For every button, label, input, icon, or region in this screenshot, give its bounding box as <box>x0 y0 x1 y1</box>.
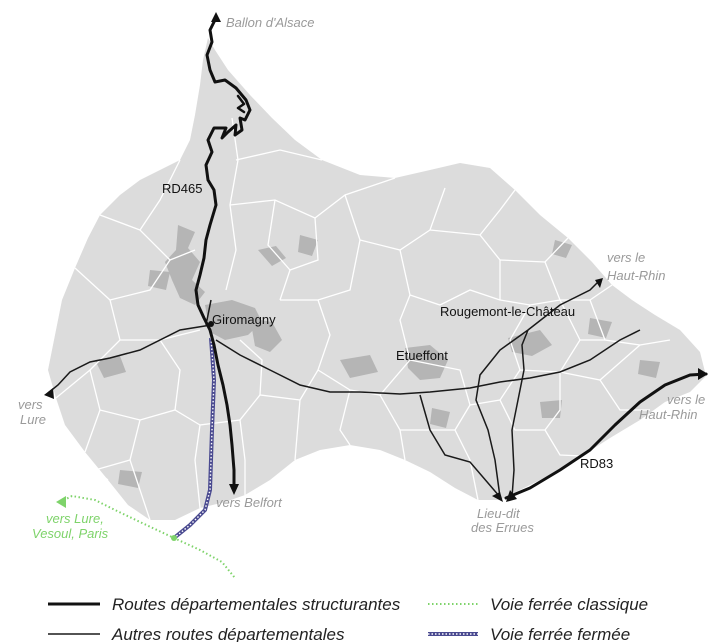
label-ballon: Ballon d'Alsace <box>226 15 314 30</box>
arrow-belfort <box>229 484 239 495</box>
giromagny-marker <box>208 321 214 327</box>
label-vers-lure-1: vers <box>18 397 43 412</box>
arrow-ballon <box>211 12 221 22</box>
label-giromagny: Giromagny <box>212 312 276 327</box>
label-vers-le-1: vers le <box>607 250 645 265</box>
classic-railway <box>59 494 236 579</box>
arrow-errues-right <box>506 490 517 502</box>
legend-label-rail-classic: Voie ferrée classique <box>490 595 648 614</box>
secondary-roads <box>47 279 641 498</box>
closed-railway-hatch <box>173 337 215 539</box>
arrow-haut-rhin-1 <box>595 278 603 288</box>
arrow-errues-left <box>492 492 503 502</box>
rd83 <box>504 372 708 500</box>
label-rougemont: Rougemont-le-Château <box>440 304 575 319</box>
arrow-haut-rhin-2 <box>698 368 708 380</box>
label-vers-lure-paris-1: vers Lure, <box>46 511 104 526</box>
label-vers-le-2: vers le <box>667 392 705 407</box>
label-vers-belfort: vers Belfort <box>216 495 283 510</box>
legend: Routes départementales structurantes Aut… <box>48 595 648 642</box>
rd465-loop <box>236 94 246 114</box>
label-etueffont: Etueffont <box>396 348 448 363</box>
commune-borders <box>55 117 671 521</box>
rd465 <box>194 16 252 490</box>
label-rd465: RD465 <box>162 181 202 196</box>
label-haut-rhin-2: Haut-Rhin <box>639 407 698 422</box>
legend-label-main-roads: Routes départementales structurantes <box>112 595 401 614</box>
road-arrows <box>44 12 708 502</box>
railway-arrow <box>56 496 66 508</box>
label-lieu-dit-2: des Errues <box>471 520 534 535</box>
legend-label-rail-closed: Voie ferrée fermée <box>490 625 630 642</box>
legend-label-other-roads: Autres routes départementales <box>111 625 345 642</box>
arrow-lure <box>44 388 54 399</box>
label-lieu-dit-1: Lieu-dit <box>477 506 521 521</box>
label-haut-rhin-1: Haut-Rhin <box>607 268 666 283</box>
label-vers-lure-paris-2: Vesoul, Paris <box>32 526 109 541</box>
main-roads <box>194 16 708 500</box>
label-vers-lure-2: Lure <box>20 412 46 427</box>
railway-junction <box>171 535 177 541</box>
label-rd83: RD83 <box>580 456 613 471</box>
